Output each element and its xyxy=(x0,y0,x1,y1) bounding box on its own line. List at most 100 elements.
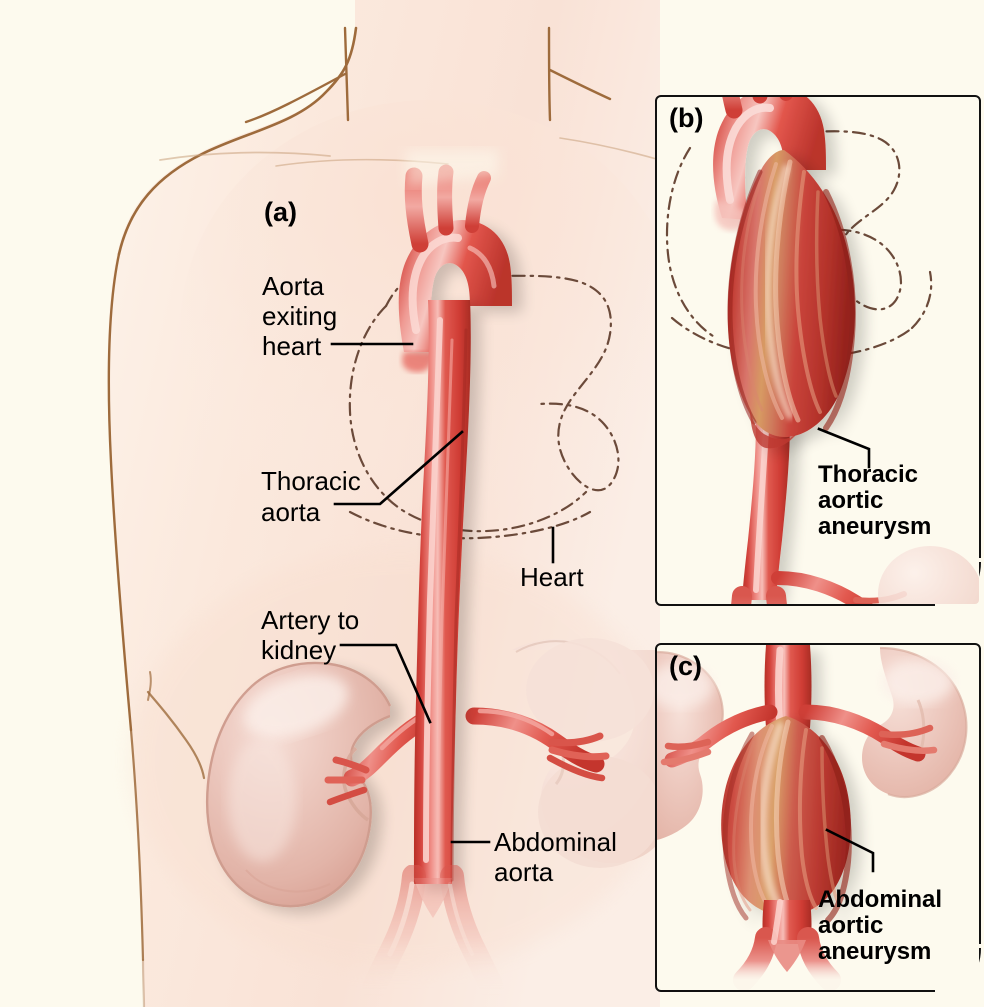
panel-b-descending-aorta xyxy=(742,420,790,600)
panel-c-aneurysm-rim-left xyxy=(722,731,755,921)
iliac-bifurcation xyxy=(362,864,504,1000)
label-taa-line1: Thoracic xyxy=(818,461,918,488)
panel-a: (a) Aorta exiting heart Thoracic aorta H… xyxy=(107,0,680,1007)
leader-thoracic-aorta xyxy=(333,430,464,506)
heart-outline-left xyxy=(348,304,588,533)
panel-b-kidney-stub xyxy=(878,546,979,604)
label-artery-to-kidney: Artery to kidney xyxy=(261,605,432,724)
panel-c-tag: (c) xyxy=(669,651,702,681)
arch-highlight2 xyxy=(467,245,497,289)
side-torso-outline xyxy=(107,252,133,732)
aorta-specular2 xyxy=(436,338,454,872)
renal-artery-right xyxy=(465,707,610,782)
panel-c-kidney-right-hl xyxy=(882,660,954,704)
leader-thoracic-aortic-aneurysm xyxy=(817,427,871,469)
panel-c-renal-right-b2 xyxy=(880,740,938,754)
panel-c-renal-left-b2 xyxy=(660,748,712,766)
panel-c-renal-arteries xyxy=(660,704,938,768)
heart-outline-path xyxy=(484,274,620,492)
waist-outline xyxy=(129,728,145,962)
renal-branch-r1 xyxy=(548,732,604,747)
panel-b-aneurysm-sac xyxy=(727,150,855,438)
label-abdominal-aortic-aneurysm: Abdominal aortic aneurysm xyxy=(818,828,942,965)
panel-a-tag: (a) xyxy=(264,197,297,227)
armpit-line xyxy=(147,671,152,701)
panel-b-lower-vessels xyxy=(716,546,979,604)
panel-c: (c) Abdominal aortic aneurysm xyxy=(655,643,984,993)
neck-right-outline xyxy=(547,26,552,122)
panel-b: (b) Thoracic aortic aneurysm xyxy=(655,95,984,607)
panel-b-arch-highlight xyxy=(722,103,774,204)
renal-branch-r3 xyxy=(546,754,606,782)
panel-c-bifurcation xyxy=(733,899,841,990)
renal-branch-l1 xyxy=(332,756,370,774)
kidney-right-upper-lobe xyxy=(526,638,654,742)
label-taa-line3: aneurysm xyxy=(818,513,931,540)
heart-outline-bottom xyxy=(348,510,592,540)
panel-c-kidney-right xyxy=(862,646,968,799)
label-aorta-exiting-heart: Aorta exiting heart xyxy=(262,271,414,361)
panel-b-iliac-right xyxy=(766,586,806,604)
panel-b-aneurysm-specular xyxy=(764,164,794,420)
branch-fade-top xyxy=(406,150,498,186)
label-aaa-line3: aneurysm xyxy=(818,938,931,965)
leader-artery-to-kidney xyxy=(339,643,432,724)
ascending-aorta xyxy=(402,352,434,373)
panel-b-tag: (b) xyxy=(669,103,703,133)
panel-c-iliac-right xyxy=(797,927,841,990)
label-aaa-line1: Abdominal xyxy=(818,886,942,913)
panel-b-aneurysm-striations xyxy=(740,159,838,423)
panel-c-renal-left-b1 xyxy=(664,738,712,751)
branch-left-subclavian xyxy=(465,171,491,233)
iliac-highlight-r xyxy=(448,882,474,956)
chest-contour-left xyxy=(159,151,331,161)
label-aorta-exiting-heart-line1: Aorta xyxy=(262,271,325,301)
kidney-left-highlight xyxy=(243,674,349,738)
panel-c-aneurysm-striations xyxy=(732,719,840,917)
iliac-highlight-l xyxy=(387,881,415,957)
panel-b-aneurysm xyxy=(727,150,856,449)
renal-branch-r2 xyxy=(548,746,610,761)
panel-c-iliac-left xyxy=(733,927,777,990)
label-artery-to-kidney-line2: kidney xyxy=(261,635,336,665)
label-aorta-exiting-heart-line2: exiting xyxy=(262,301,337,331)
label-aorta-exiting-heart-line3: heart xyxy=(262,331,322,361)
panel-b-aneurysm-rim-right xyxy=(823,189,856,431)
renal-artery-right-hl xyxy=(477,708,555,737)
renal-branch-l3 xyxy=(326,786,368,806)
arm-inner-line xyxy=(146,690,206,780)
panel-c-suprarenal-hl xyxy=(775,646,784,732)
label-thoracic-aorta-line2: aorta xyxy=(261,497,321,527)
panel-b-iliac-left xyxy=(716,586,752,604)
aorta-edge-dark xyxy=(450,328,468,882)
panel-c-kidney-right-outline xyxy=(879,646,968,799)
arch-highlight xyxy=(408,233,462,334)
label-taa-line2: aortic xyxy=(818,487,883,514)
hip-outline xyxy=(141,958,146,1007)
label-thoracic-aorta-line1: Thoracic xyxy=(261,466,361,496)
aorta-specular xyxy=(423,317,443,863)
branch-brachiocephalic xyxy=(404,167,429,253)
kidney-left-highlight2 xyxy=(228,738,296,862)
label-heart-text: Heart xyxy=(520,562,584,592)
panel-c-iliac-crotch xyxy=(768,940,806,972)
label-heart: Heart xyxy=(520,526,584,592)
panel-c-aneurysm xyxy=(721,716,852,923)
panel-c-kidney-left-hl xyxy=(657,664,714,708)
aorta-normal xyxy=(362,150,512,1000)
kidney-right-lower-lobe xyxy=(538,756,662,868)
label-thoracic-aortic-aneurysm: Thoracic aortic aneurysm xyxy=(817,427,931,540)
label-aaa-line2: aortic xyxy=(818,912,883,939)
clavicle-right xyxy=(548,68,612,101)
panel-b-heart-arc2 xyxy=(910,270,933,330)
panel-c-aneurysm-specular xyxy=(758,722,788,918)
panel-b-branch-1 xyxy=(718,97,743,119)
panel-b-heart-left xyxy=(665,146,718,340)
shoulder-outline xyxy=(117,26,358,256)
panel-c-renal-right-b1 xyxy=(878,724,934,738)
label-abdominal-aorta: Abdominal aorta xyxy=(450,827,617,887)
iliac-right xyxy=(440,864,504,1000)
leader-abdominal-aortic-aneurysm xyxy=(825,828,875,873)
label-thoracic-aorta: Thoracic aorta xyxy=(261,430,464,527)
panel-b-aneurysm-neck xyxy=(750,408,800,449)
